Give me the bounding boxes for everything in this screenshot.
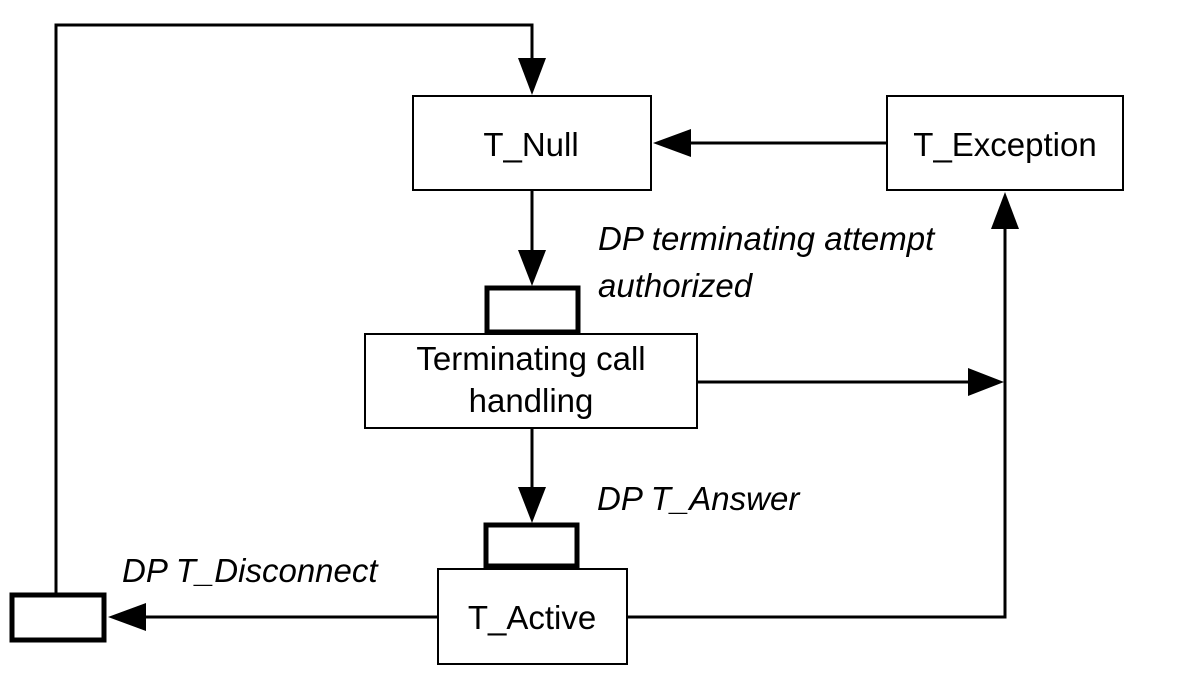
- state-label-t-null: T_Null: [483, 126, 578, 163]
- detection-point-box-terminating: [484, 285, 581, 335]
- state-label-t-exception: T_Exception: [913, 126, 1096, 163]
- arrowhead-into-t-null-top: [518, 58, 546, 95]
- state-box-terminating-call-handling: [364, 333, 698, 429]
- arrowhead-into-terminating-top: [518, 250, 546, 286]
- transition-label-dp-disconnect: DP T_Disconnect: [122, 552, 379, 589]
- state-box-t-exception: [886, 95, 1124, 191]
- detection-point-box-disconnect: [9, 592, 107, 643]
- arrowhead-into-t-null-right: [653, 129, 691, 157]
- transition-label-dp-terminating-line1: DP terminating attempt: [598, 220, 936, 257]
- state-label-terminating-line2: handling: [469, 382, 594, 419]
- arrow-line-loop-to-t-null: [54, 23, 534, 595]
- arrowhead-into-disconnect-box: [108, 603, 146, 631]
- detection-point-box-active: [483, 522, 580, 569]
- transition-label-dp-terminating-line2: authorized: [598, 267, 754, 304]
- state-label-terminating-line1: Terminating call: [416, 340, 645, 377]
- state-label-t-active: T_Active: [468, 599, 596, 636]
- state-box-t-null: [412, 95, 652, 191]
- state-box-t-active: [437, 568, 628, 665]
- transition-label-dp-answer: DP T_Answer: [597, 480, 801, 517]
- arrow-line-active-to-exception: [627, 228, 1007, 619]
- arrowhead-into-exception-riser: [968, 368, 1004, 396]
- arrowhead-into-exception-bottom: [991, 192, 1019, 229]
- arrowhead-into-active-top: [518, 487, 546, 523]
